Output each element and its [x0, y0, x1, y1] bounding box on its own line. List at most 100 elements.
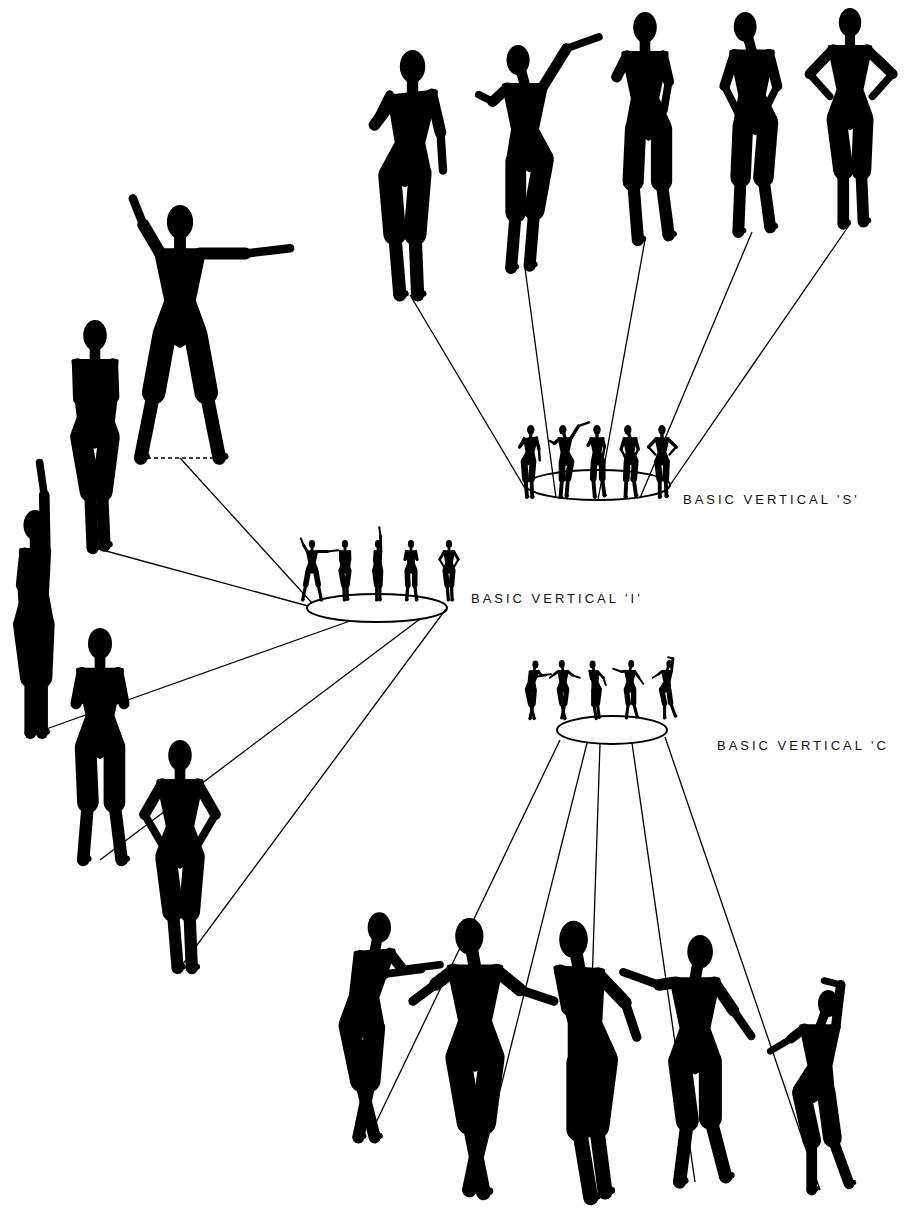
leader-line [598, 240, 645, 500]
forearm [733, 1011, 751, 1037]
upper-arm [317, 550, 328, 553]
foot [175, 967, 183, 968]
leader-line [665, 737, 820, 1190]
woman-silhouette [589, 661, 606, 719]
foot [119, 859, 127, 860]
foot [847, 1183, 854, 1184]
woman-silhouette [76, 628, 127, 860]
thigh [483, 1058, 491, 1123]
head [593, 425, 600, 435]
forearm [550, 674, 555, 678]
upper-arm [621, 439, 624, 449]
leader-line [95, 548, 308, 606]
foot [666, 234, 674, 235]
calf [861, 170, 863, 221]
calf [763, 177, 770, 227]
forearm [625, 1003, 636, 1037]
calf [579, 1129, 590, 1198]
calf [526, 479, 527, 497]
thigh [524, 462, 525, 479]
forearm [613, 669, 621, 672]
foot [415, 293, 424, 295]
foot [677, 1180, 686, 1182]
calf [511, 213, 516, 268]
woman-silhouette [440, 540, 459, 600]
leader-line [140, 457, 220, 458]
forearm [145, 814, 162, 842]
forearm [538, 449, 541, 460]
calf [469, 1122, 483, 1190]
foot [451, 599, 453, 601]
upper-arm [636, 439, 639, 449]
thigh [763, 123, 768, 178]
foot [635, 239, 643, 240]
thigh [837, 119, 844, 170]
upper-arm [725, 54, 735, 86]
foot [768, 226, 776, 227]
woman-silhouette [339, 540, 350, 600]
upper-arm [598, 974, 625, 1003]
foot [526, 496, 529, 498]
calf [530, 704, 533, 718]
foot [189, 967, 197, 968]
woman-silhouette [550, 422, 589, 497]
head [167, 205, 193, 239]
calf [141, 392, 154, 458]
thigh [349, 1025, 361, 1081]
upper-arm [77, 364, 78, 399]
group-label-text: BASIC VERTICAL 'C [716, 738, 890, 753]
thigh [81, 437, 90, 491]
head [88, 628, 112, 659]
woman-silhouette [556, 921, 636, 1198]
head [83, 320, 107, 351]
foot [376, 599, 378, 601]
thigh [42, 624, 44, 677]
foot [39, 732, 47, 733]
calf [395, 234, 400, 295]
forearm [328, 550, 339, 551]
upper-arm [379, 536, 382, 552]
upper-arm [769, 54, 777, 86]
calf [594, 704, 596, 718]
head [559, 921, 588, 958]
forearm [246, 248, 291, 253]
calf [837, 170, 849, 224]
woman-silhouette [520, 425, 540, 497]
head [309, 540, 315, 548]
woman-silhouette [621, 425, 638, 497]
thigh [505, 162, 526, 213]
calf [663, 704, 666, 718]
thigh [390, 176, 395, 234]
foot [372, 1136, 380, 1137]
leader-line [668, 224, 850, 488]
forearm [668, 657, 673, 658]
thigh [596, 1060, 605, 1126]
forearm [440, 560, 444, 567]
foot [625, 496, 628, 498]
foot [302, 599, 304, 601]
head [633, 12, 657, 43]
calf [83, 802, 88, 860]
thigh [451, 571, 452, 585]
foot [28, 732, 36, 733]
thigh [590, 462, 597, 478]
upper-arm [339, 552, 342, 561]
foot [602, 1190, 612, 1192]
thigh [458, 1058, 469, 1123]
head [408, 540, 414, 548]
upper-arm [454, 552, 459, 560]
calf [561, 479, 562, 497]
forearm [520, 438, 524, 447]
forearm [374, 94, 389, 124]
calf [596, 1126, 605, 1192]
thigh [166, 857, 173, 911]
woman-silhouette [145, 740, 216, 968]
calf [90, 491, 92, 548]
upper-arm [21, 553, 24, 585]
upper-arm [867, 49, 893, 74]
foot [841, 223, 849, 224]
leader-line [632, 743, 695, 1182]
head [527, 425, 534, 435]
upper-arm [303, 545, 307, 552]
upper-arm [603, 439, 605, 447]
